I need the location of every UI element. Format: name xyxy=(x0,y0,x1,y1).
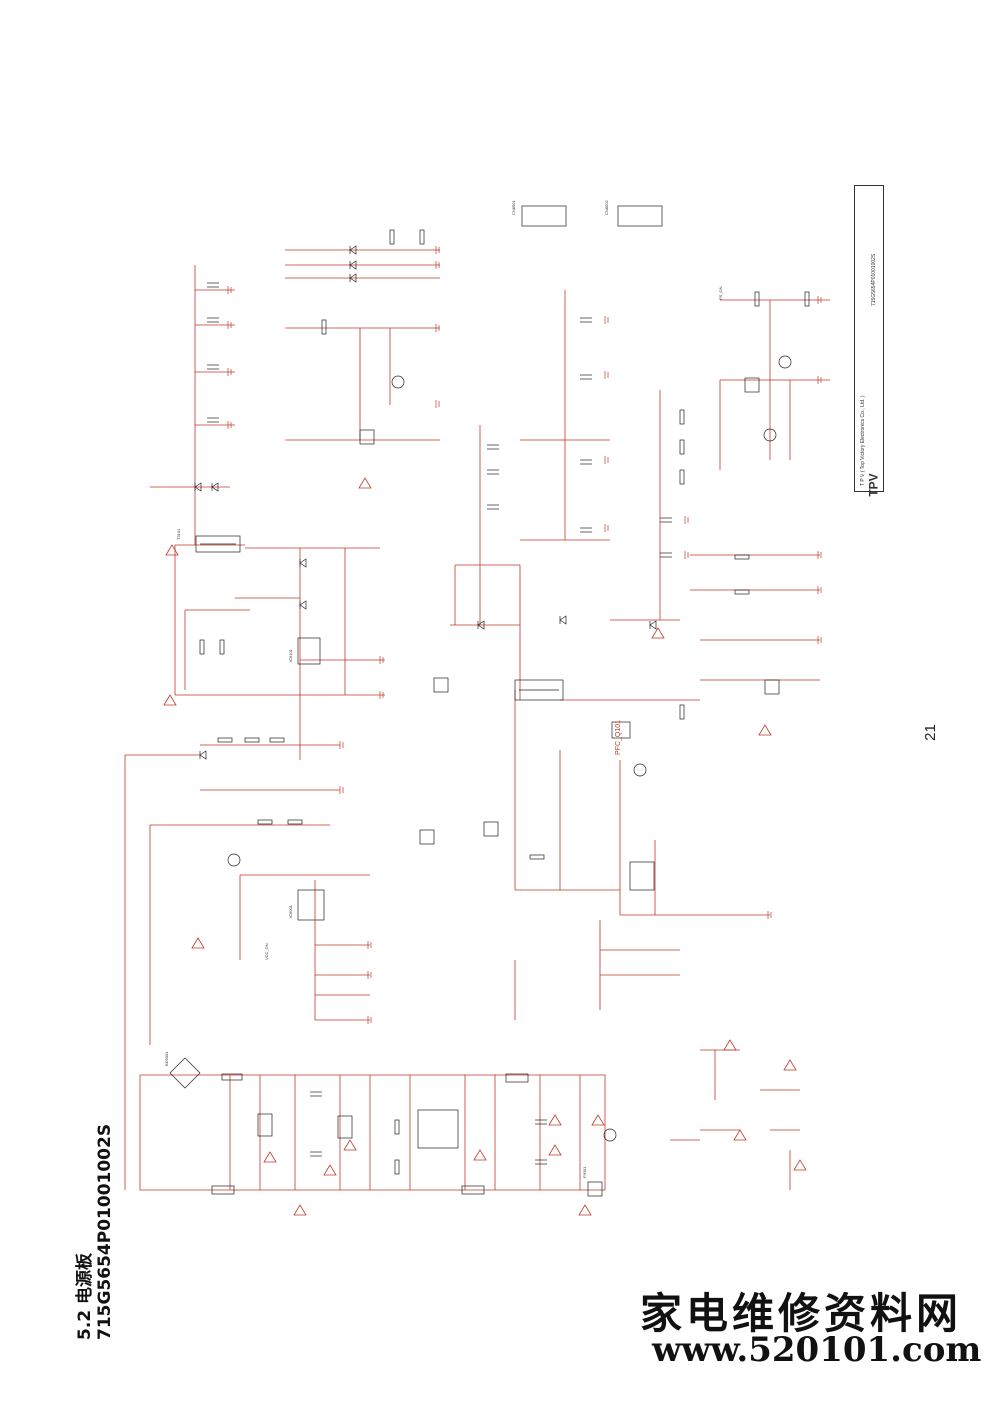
ic-pfc-label: IC9001 xyxy=(288,904,293,918)
section-title: 5.2 电源板 xyxy=(75,1252,95,1340)
vcc-on-label: VCC_ON xyxy=(264,943,269,960)
page-title: 5.2 电源板 715G5654P01001002S xyxy=(70,1124,115,1340)
safety-warning-symbols xyxy=(163,477,807,1216)
ps-on-label: PS_ON xyxy=(718,286,723,300)
tpv-logo: TPV xyxy=(866,473,881,497)
ic-pwm-label: IC9101 xyxy=(288,648,293,662)
page-number: 21 xyxy=(921,724,939,741)
component-layer xyxy=(169,205,810,1197)
bridge-label: BD9001 xyxy=(164,1051,169,1066)
fuse-label: F9001 xyxy=(582,1166,587,1178)
part-number: 715G5654P01001002S xyxy=(95,1123,115,1340)
title-block-company: T P V ( Top Victory Electronics Co., Ltd… xyxy=(860,395,866,486)
conn1-label: CN8501 xyxy=(511,200,516,215)
title-block-model: 715G5654P01001002S xyxy=(871,253,877,306)
title-block: T P V ( Top Victory Electronics Co., Ltd… xyxy=(854,185,884,492)
ground-symbols xyxy=(227,246,822,1024)
conn2-label: CN8502 xyxy=(604,200,609,215)
wire-layer xyxy=(124,249,830,1191)
watermark-site-name: 家电维修资料网 xyxy=(640,1289,963,1338)
pfc-label: PFC_Q101 xyxy=(615,720,622,755)
xfmr-label: T9101 xyxy=(176,528,181,540)
component-labels: PFC_Q101 VCC_ON PS_ON CN8501 CN8502 F900… xyxy=(164,200,723,1178)
watermark-url: www.520101.com xyxy=(652,1330,982,1370)
